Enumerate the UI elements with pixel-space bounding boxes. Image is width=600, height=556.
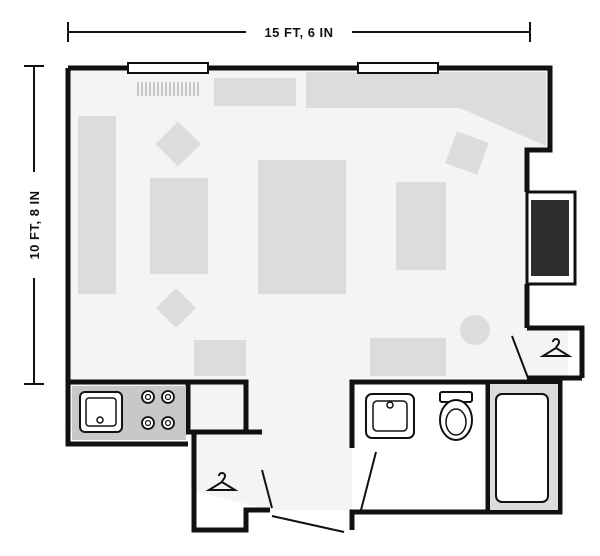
window-right: [357, 62, 439, 74]
height-label: 10 FT, 8 IN: [27, 190, 42, 259]
window-left: [127, 62, 209, 74]
armchair-right: [445, 131, 489, 175]
round-table: [460, 315, 490, 345]
hanger-icon: [539, 338, 573, 357]
ottoman-bottom: [194, 340, 246, 376]
hanger-icon: [205, 472, 239, 491]
sink-icon: [79, 391, 123, 433]
furniture: [78, 72, 546, 376]
fireplace: [525, 190, 577, 286]
bathtub-icon: [490, 384, 558, 510]
toilet-icon: [439, 391, 473, 441]
kitchen: [72, 386, 186, 440]
closet-door-right: [511, 335, 529, 379]
bathroom: [365, 384, 558, 510]
cabinet-top: [214, 78, 296, 106]
armchair-bottom: [156, 288, 196, 328]
counter-top-right: [306, 72, 546, 146]
stove-burners-icon: [141, 390, 175, 430]
width-label: 15 FT, 6 IN: [264, 25, 333, 40]
radiator-icon: [137, 82, 199, 96]
coffee-table: [258, 160, 346, 294]
bench-bottom-right: [370, 338, 446, 376]
shelf-left: [78, 116, 116, 294]
height-dimension: 10 FT, 8 IN: [24, 65, 44, 385]
bathroom-door: [359, 451, 377, 515]
chair-right: [396, 182, 446, 270]
hall-closet-door: [261, 469, 273, 509]
entry-door: [271, 515, 345, 533]
sofa-left: [150, 178, 208, 274]
sink-icon: [365, 393, 415, 439]
width-dimension: 15 FT, 6 IN: [67, 22, 531, 42]
armchair-top: [155, 121, 201, 167]
